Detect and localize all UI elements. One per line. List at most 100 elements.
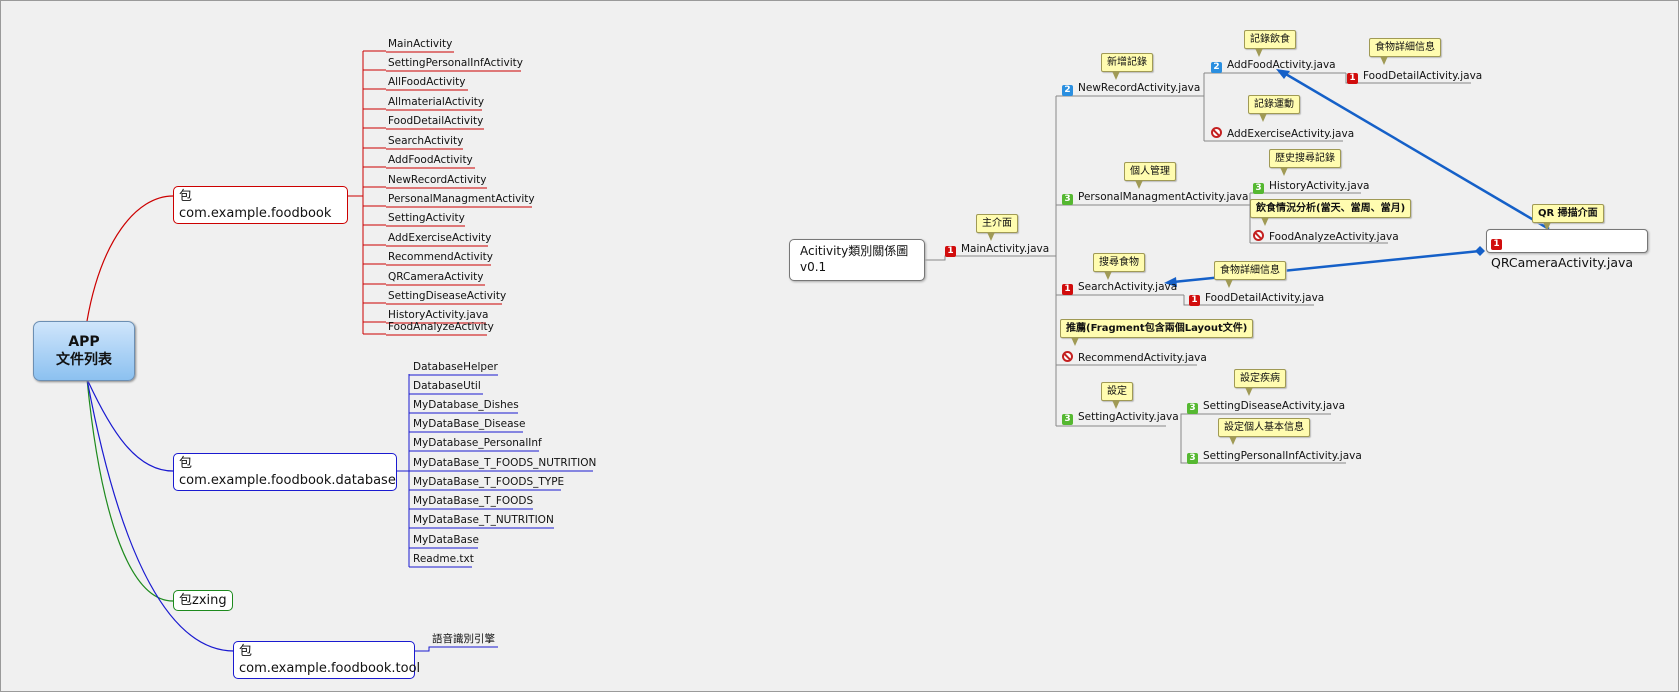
foodbook-file-item[interactable]: AddFoodActivity [388,154,473,166]
topic-addexercise-activity[interactable]: AddExerciseActivity.java [1211,127,1354,141]
note-addfood: 記錄飲食 [1244,30,1296,57]
package-zxing[interactable]: 包zxing [173,590,233,611]
foodbook-file-item[interactable]: FoodAnalyzeActivity [388,321,494,333]
root-topic[interactable]: APP 文件列表 [33,321,135,381]
prohibited-icon [1062,351,1073,362]
topic-recommend-label: RecommendActivity.java [1078,352,1207,364]
link-root-tool [86,378,235,652]
prohibited-icon [1211,127,1222,138]
topic-personal-label: PersonalManagmentActivity.java [1078,191,1249,203]
topic-newrecord-label: NewRecordActivity.java [1078,82,1201,94]
topic-search-activity[interactable]: 1 SearchActivity.java [1062,281,1177,295]
topic-history-label: HistoryActivity.java [1269,180,1370,192]
database-file-item[interactable]: Readme.txt [413,553,474,565]
database-file-item[interactable]: MyDataBase_T_FOODS_TYPE [413,476,565,488]
topic-analyze-label: FoodAnalyzeActivity.java [1269,231,1399,243]
topic-qr-activity[interactable]: 1QRCameraActivity.java [1486,229,1648,270]
foodbook-file-item[interactable]: AddExerciseActivity [388,232,492,244]
note-history: 歷史搜尋記錄 [1269,149,1341,176]
priority-3-icon: 3 [1253,183,1264,194]
database-file-item[interactable]: MyDatabase_Dishes [413,399,519,411]
foodbook-file-item[interactable]: AllFoodActivity [388,76,466,88]
foodbook-bracket [346,50,532,336]
activity-connectors [925,72,1471,464]
note-addexercise: 記錄運動 [1248,95,1300,122]
topic-disease-label: SettingDiseaseActivity.java [1203,400,1346,412]
root-line2: 文件列表 [56,352,112,368]
central-version: v0.1 [800,260,827,274]
root-line1: APP [68,334,100,350]
note-disease: 設定疾病 [1234,369,1286,396]
note-search: 搜尋食物 [1093,253,1145,280]
topic-search-label: SearchActivity.java [1078,281,1178,293]
foodbook-file-item[interactable]: AllmaterialActivity [388,96,485,108]
priority-3-icon: 3 [1062,414,1073,425]
database-file-item[interactable]: MyDataBase_T_FOODS [413,495,534,507]
topic-addexercise-label: AddExerciseActivity.java [1227,128,1355,140]
topic-personalinf-label: SettingPersonalInfActivity.java [1203,450,1362,462]
topic-fooddetail-activity-2[interactable]: 1 FoodDetailActivity.java [1189,292,1324,306]
link-root-foodbook [86,195,174,322]
tool-item-speech-engine[interactable]: 語音識別引擎 [432,633,495,645]
package-database[interactable]: 包 com.example.foodbook.database [173,453,397,491]
topic-recommend-activity[interactable]: RecommendActivity.java [1062,351,1207,365]
prohibited-icon [1253,230,1264,241]
note-fooddetail-2: 食物詳細信息 [1214,261,1286,288]
note-fooddetail-1: 食物詳細信息 [1369,38,1441,65]
topic-fooddetail-label-1: FoodDetailActivity.java [1363,70,1483,82]
database-file-item[interactable]: MyDataBase_T_NUTRITION [413,514,554,526]
note-setting: 設定 [1101,382,1133,409]
priority-1-icon: 1 [945,246,956,257]
topic-setting-activity[interactable]: 3 SettingActivity.java [1062,411,1179,425]
topic-setting-label: SettingActivity.java [1078,411,1179,423]
topic-personalinf-activity[interactable]: 3 SettingPersonalInfActivity.java [1187,450,1362,464]
link-root-zxing [86,378,174,602]
database-file-item[interactable]: DatabaseHelper [413,361,498,373]
priority-2-icon: 2 [1211,62,1222,73]
foodbook-file-item[interactable]: SearchActivity [388,135,464,147]
foodbook-file-item[interactable]: SettingActivity [388,212,465,224]
central-title: Acitivity類別關係圖 [800,244,909,258]
foodbook-file-item[interactable]: FoodDetailActivity [388,115,484,127]
note-analyze: 飲食情況分析(當天、當周、當月) [1250,199,1412,226]
relation-qr-addfood [1283,71,1550,231]
topic-history-activity[interactable]: 3 HistoryActivity.java [1253,180,1369,194]
database-file-item[interactable]: DatabaseUtil [413,380,481,392]
tool-link [414,646,498,652]
topic-fooddetail-label-2: FoodDetailActivity.java [1205,292,1325,304]
note-recommend: 推薦(Fragment包含兩個Layout文件) [1060,319,1254,346]
topic-fooddetail-activity-1[interactable]: 1 FoodDetailActivity.java [1347,70,1482,84]
foodbook-file-item[interactable]: NewRecordActivity [388,174,487,186]
foodbook-file-item[interactable]: SettingDiseaseActivity [388,290,507,302]
relation-diamond [1475,246,1485,256]
foodbook-file-item[interactable]: SettingPersonalInfActivity [388,57,523,69]
priority-3-icon: 3 [1187,453,1198,464]
package-foodbook[interactable]: 包 com.example.foodbook [173,186,348,224]
package-tool[interactable]: 包com.example.foodbook.tool [233,641,420,679]
foodbook-file-item[interactable]: RecommendActivity [388,251,493,263]
database-file-item[interactable]: MyDataBase [413,534,479,546]
database-file-item[interactable]: MyDatabase_PersonalInf [413,437,542,449]
package-database-line1: 包 [179,456,193,471]
topic-analyze-activity[interactable]: FoodAnalyzeActivity.java [1253,230,1399,244]
central-topic[interactable]: Acitivity類別關係圖 v0.1 [789,239,925,281]
foodbook-file-item[interactable]: HistoryActivity.java [388,309,489,321]
topic-qr-label: QRCameraActivity.java [1491,255,1634,270]
database-file-item[interactable]: MyDataBase_T_FOODS_NUTRITION [413,457,597,469]
foodbook-file-item[interactable]: PersonalManagmentActivity [388,193,535,205]
priority-1-icon: 1 [1062,284,1073,295]
priority-1-icon: 1 [1189,295,1200,306]
relation-arrowhead-search [1164,277,1177,287]
relation-arrowhead-addfood [1276,69,1290,79]
foodbook-file-item[interactable]: MainActivity [388,38,453,50]
foodbook-file-item[interactable]: QRCameraActivity [388,271,484,283]
priority-1-icon: 1 [1347,73,1358,84]
database-file-item[interactable]: MyDataBase_Disease [413,418,526,430]
